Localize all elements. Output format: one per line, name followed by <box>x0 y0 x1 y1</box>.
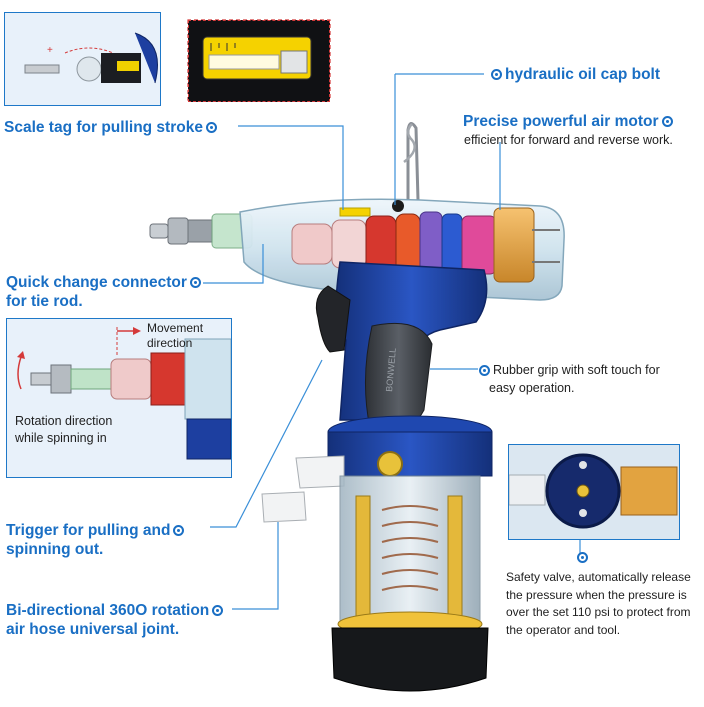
callout-air-motor-title: Precise powerful air motor <box>463 112 676 131</box>
canister-collar <box>327 415 493 449</box>
callout-scale-tag: Scale tag for pulling stroke <box>4 118 220 137</box>
callout-rubber-grip: Rubber grip with soft touch for easy ope… <box>476 361 660 397</box>
trigger <box>315 285 351 353</box>
transparent-housing <box>239 198 565 301</box>
bullet-icon <box>205 122 217 134</box>
svg-text:+: + <box>47 45 53 56</box>
svg-text:BONWELL: BONWELL <box>384 347 398 392</box>
callout-air-motor-desc: efficient for forward and reverse work. <box>464 133 673 147</box>
inset-scale-tag: + <box>4 12 161 106</box>
tie-rod-nose <box>149 213 253 249</box>
bullet-icon <box>479 365 490 377</box>
rubber-grip <box>364 322 433 431</box>
callout-safety-valve: Safety valve, automatically release the … <box>506 570 691 637</box>
bullet-icon <box>189 277 201 289</box>
inset-scale-zoom <box>188 20 330 102</box>
safety-valve-bullet-icon <box>577 552 588 563</box>
rotation-direction-label: Rotation direction while spinning in <box>15 414 113 445</box>
callout-quick-change: Quick change connector for tie rod. <box>6 273 204 311</box>
callout-hydraulic-cap: hydraulic oil cap bolt <box>488 65 660 84</box>
inset-safety-valve <box>508 444 680 540</box>
tool-blue-body <box>335 261 488 421</box>
oil-canister <box>339 475 481 625</box>
callout-bidirectional: Bi-directional 360O rotation air hose un… <box>6 601 226 639</box>
hanging-hook <box>403 122 420 201</box>
bullet-icon <box>212 605 224 617</box>
air-motor-body <box>493 207 535 283</box>
bullet-icon <box>173 525 185 537</box>
callout-trigger: Trigger for pulling and spinning out. <box>6 521 187 559</box>
safety-valve-gauge <box>377 451 403 477</box>
piston-assembly <box>291 200 560 283</box>
bullet-icon <box>661 116 673 128</box>
air-hose-joint <box>261 455 345 523</box>
base-foot <box>331 627 489 692</box>
movement-direction-label: Movement direction <box>147 321 204 350</box>
bullet-icon <box>491 69 502 81</box>
inset-movement-rotation: Movement direction Rotation direction wh… <box>6 318 232 478</box>
oil-cap-bolt-head <box>392 200 404 212</box>
scale-tag-strip <box>339 207 371 217</box>
